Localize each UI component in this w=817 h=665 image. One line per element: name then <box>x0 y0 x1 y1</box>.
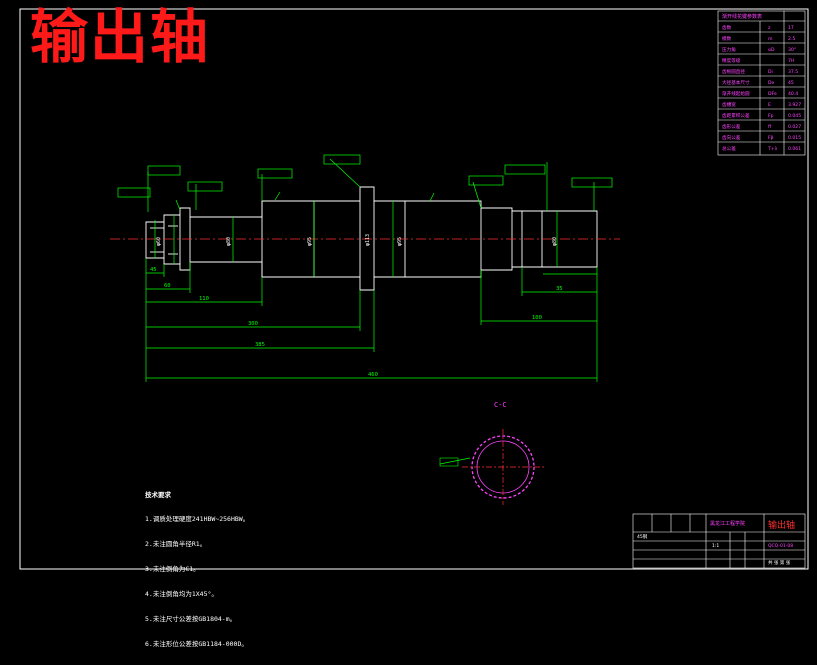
diameter-label-2: φ95 <box>307 237 313 246</box>
tech-note-5: 5.未注尺寸公差按GB1804-m。 <box>145 615 237 624</box>
cad-drawing: 渐开线花键参数表 齿数 z 17 模数 m 2.5 压力角 αD 30° 精度等级 7H 齿根圆直径 D… <box>19 8 809 570</box>
spec-cell-3-2: 7H <box>788 58 794 64</box>
diameter-label-1: φ80 <box>226 237 232 246</box>
spec-cell-6-2: 40.4 <box>788 91 798 97</box>
spec-cell-0-0: 齿数 <box>722 24 732 31</box>
spec-cell-9-0: 齿形公差 <box>722 123 741 130</box>
dim-overall: 460 <box>368 372 378 378</box>
tech-note-1: 1.调质处理硬度241HBW~256HBW。 <box>145 515 250 524</box>
dimension-lines <box>145 158 598 382</box>
spec-cell-8-0: 齿距累积公差 <box>722 112 750 119</box>
drawing-title: 输出轴 <box>30 3 211 71</box>
spec-cell-10-2: 0.015 <box>788 135 801 141</box>
spec-cell-10-0: 齿向公差 <box>722 134 741 141</box>
diameter-label-0: φ60 <box>156 237 162 246</box>
dim-300: 300 <box>248 321 258 327</box>
spec-cell-1-0: 模数 <box>722 35 732 42</box>
spec-cell-5-0: 大径基本尺寸 <box>722 79 750 86</box>
spec-cell-11-1: T+λ <box>767 146 778 152</box>
spec-cell-7-0: 齿槽宽 <box>722 101 736 108</box>
spec-cell-7-2: 3.927 <box>788 102 801 108</box>
spec-cell-4-1: Di <box>768 69 773 75</box>
spec-cell-2-2: 30° <box>788 47 796 53</box>
spec-cell-9-1: ff <box>768 124 772 130</box>
tech-notes: 技术要求 1.调质处理硬度241HBW~256HBW。 2.未注圆角半径R1。 … <box>145 474 249 665</box>
diameter-label-5: φ80 <box>552 237 558 246</box>
tech-note-4: 4.未注倒角均为1X45°。 <box>145 590 218 599</box>
spec-cell-11-2: 0.061 <box>788 146 801 152</box>
spec-cell-2-1: αD <box>768 47 775 53</box>
spec-table <box>717 10 806 156</box>
dim-section-label: C-C <box>494 401 507 409</box>
spec-cell-10-1: Fβ <box>768 135 774 141</box>
dim-35: 35 <box>556 286 563 292</box>
spec-cell-8-1: Fp <box>768 113 774 119</box>
spec-cell-6-1: DFe <box>768 91 777 97</box>
spec-cell-1-2: 2.5 <box>788 36 795 42</box>
spec-table-header: 渐开线花键参数表 <box>722 13 762 20</box>
spec-cell-1-1: m <box>768 37 773 42</box>
tech-note-2: 2.未注圆角半径R1。 <box>145 540 207 549</box>
sheet-border <box>19 8 809 570</box>
diameter-label-4: φ95 <box>397 237 403 246</box>
spec-cell-0-1: z <box>768 26 771 31</box>
shaft-outline <box>145 186 598 291</box>
spec-cell-4-2: 37.5 <box>788 69 798 75</box>
section-cc-spline <box>439 429 544 505</box>
tolerance-frames <box>117 154 613 198</box>
title-block <box>632 513 806 569</box>
spec-rows: 齿数 z 17 模数 m 2.5 压力角 αD 30° 精度等级 7H 齿根圆直径 Di 37.5 大径基本… <box>722 24 801 152</box>
dim-385: 385 <box>255 342 265 348</box>
dim-60: 60 <box>164 283 171 289</box>
dim-110: 110 <box>199 296 209 302</box>
title-block-text-3: 共 张 第 张 <box>768 559 791 566</box>
spec-cell-8-2: 0.045 <box>788 113 801 119</box>
spec-cell-3-0: 精度等级 <box>722 57 741 64</box>
spec-cell-4-0: 齿根圆直径 <box>722 68 745 75</box>
tech-note-3: 3.未注倒角为C1。 <box>145 565 200 574</box>
diameter-label-3: φ113 <box>365 234 371 246</box>
dim-45: 45 <box>150 267 157 273</box>
spec-cell-6-0: 渐开线起始圆 <box>722 90 750 97</box>
title-block-text-1: 输出轴 <box>768 519 795 531</box>
tech-note-6: 6.未注形位公差按GB1184-000D。 <box>145 639 248 648</box>
spec-cell-9-2: 0.027 <box>788 124 801 130</box>
spec-cell-5-2: 45 <box>788 80 794 86</box>
spec-cell-11-0: 总公差 <box>722 145 736 152</box>
spec-cell-7-1: E <box>768 102 771 108</box>
drawing-sheet: 渐开线花键参数表 齿数 z 17 模数 m 2.5 压力角 αD 30° 精度等级 7H 齿根圆直径 D… <box>19 3 809 648</box>
dim-100: 100 <box>532 315 542 321</box>
dimension-text: 460 385 300 110 60 45 100 35 C-C <box>150 267 563 409</box>
spec-cell-2-0: 压力角 <box>722 46 736 53</box>
title-block-text-5: 1:1 <box>712 543 719 549</box>
title-block-text-0: 黑龙江工程学院 <box>710 520 745 527</box>
spec-cell-0-2: 17 <box>788 25 794 31</box>
title-block-text-2: QCQ-01-08 <box>768 543 793 549</box>
title-block-text-4: 45钢 <box>637 533 648 540</box>
tech-notes-header: 技术要求 <box>145 490 171 499</box>
spec-cell-5-1: De <box>768 80 775 86</box>
